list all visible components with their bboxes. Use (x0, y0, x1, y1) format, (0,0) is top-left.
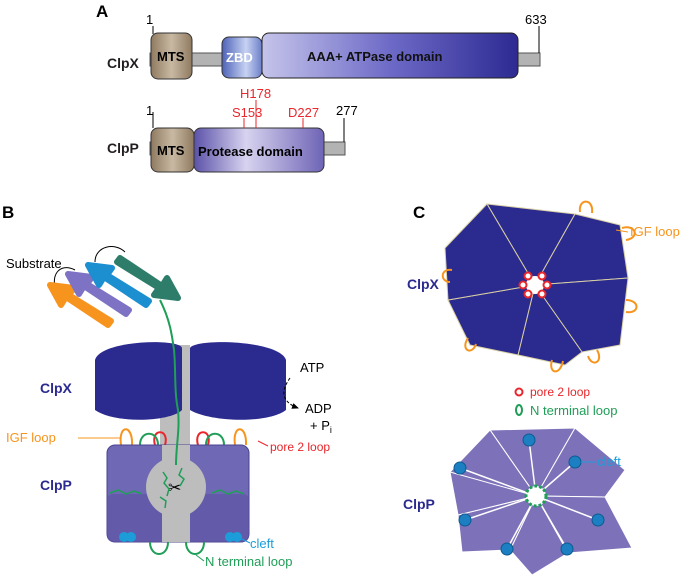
nterm-loops-equator (109, 489, 245, 495)
substrate-strand-orange (47, 282, 114, 328)
clpx-igf-loops (441, 200, 638, 373)
panel-b-pore2-label: pore 2 loop (270, 440, 330, 454)
clpp-nterm-pore (524, 484, 548, 508)
clpx-mts-label: MTS (157, 49, 185, 64)
nterm-leader (195, 554, 205, 562)
panel-c-nterm-legend: N terminal loop (530, 403, 617, 418)
substrate-loop-right (94, 246, 126, 263)
nterm-loop-bottom-right (185, 541, 205, 555)
cleft-marker-right (225, 532, 242, 542)
clpp-protease-box (193, 127, 325, 173)
clpp-degradation-chamber (146, 457, 206, 517)
pore2-legend-icon (514, 387, 524, 397)
clpp-domain-label: ClpP (107, 140, 139, 156)
substrate-strand-purple (65, 271, 132, 317)
clpx-atpase-box (261, 32, 519, 79)
nterm-loop-bottom-left (149, 541, 169, 555)
clpx-pore2-loops (518, 271, 552, 299)
clpx-start-residue: 1 (146, 12, 153, 27)
cleft-leader (239, 537, 251, 544)
panel-b-nterm-label: N terminal loop (205, 554, 292, 569)
substrate-label: Substrate (6, 256, 62, 271)
panel-a-label: A (96, 2, 108, 21)
igf-loop-left (119, 428, 134, 446)
panel-b-clpp-label: ClpP (40, 477, 72, 493)
igf-loop-right (233, 428, 248, 446)
panel-c-label: C (413, 203, 425, 222)
panel-c-pore2-legend: pore 2 loop (530, 385, 590, 399)
clpx-domain-label: ClpX (107, 55, 140, 71)
panel-c-igf-leader (615, 229, 629, 233)
clpx-atpase-label: AAA+ ATPase domain (307, 49, 443, 64)
cleft-marker-left (119, 532, 136, 542)
adp-label: ADP (305, 401, 332, 416)
s153-label: S153 (232, 105, 262, 120)
panel-c-clpp-label: ClpP (403, 496, 435, 512)
atp-label: ATP (300, 360, 324, 375)
clpx-end-residue: 633 (525, 12, 547, 27)
translocating-polypeptide (159, 299, 180, 466)
clpp-start-residue: 1 (146, 103, 153, 118)
clpp-protease-label: Protease domain (198, 144, 303, 159)
d227-label: D227 (288, 105, 319, 120)
h178-label: H178 (240, 86, 271, 101)
clpp-end-residue: 277 (336, 103, 358, 118)
clpx-mts-box (150, 32, 193, 80)
panel-c-igf-label: IGF loop (630, 224, 680, 239)
pi-label: + Pi (310, 418, 332, 435)
nterm-loop-top-right (205, 432, 225, 446)
pore2-loop-left (153, 431, 167, 446)
panel-b-igf-label: IGF loop (6, 430, 56, 445)
clpx-hexamer (444, 203, 629, 366)
substrate-strand-blue (85, 262, 152, 308)
clpp-clefts (453, 433, 605, 556)
panel-c-clpx-label: ClpX (407, 276, 440, 292)
pore2-leader (257, 440, 269, 447)
clpx-zbd-label: ZBD (226, 50, 253, 65)
panel-c-cleft-label: cleft (597, 454, 621, 469)
nterm-legend-icon (515, 404, 523, 416)
atp-hydrolysis-arrow (283, 377, 299, 409)
clpp-mts-label: MTS (157, 143, 185, 158)
panel-b-clpx-label: ClpX (40, 380, 73, 396)
clpx-right-subunit (190, 342, 286, 420)
substrate-fragments (159, 467, 185, 509)
pore2-loop-right (196, 431, 210, 446)
scissors-icon: ✂ (168, 480, 181, 497)
substrate-strand-teal (114, 255, 181, 301)
panel-b-cleft-label: cleft (250, 536, 274, 551)
nterm-loop-top-left (139, 432, 159, 446)
panel-b-label: B (2, 203, 14, 222)
clpx-left-subunit (95, 342, 182, 420)
